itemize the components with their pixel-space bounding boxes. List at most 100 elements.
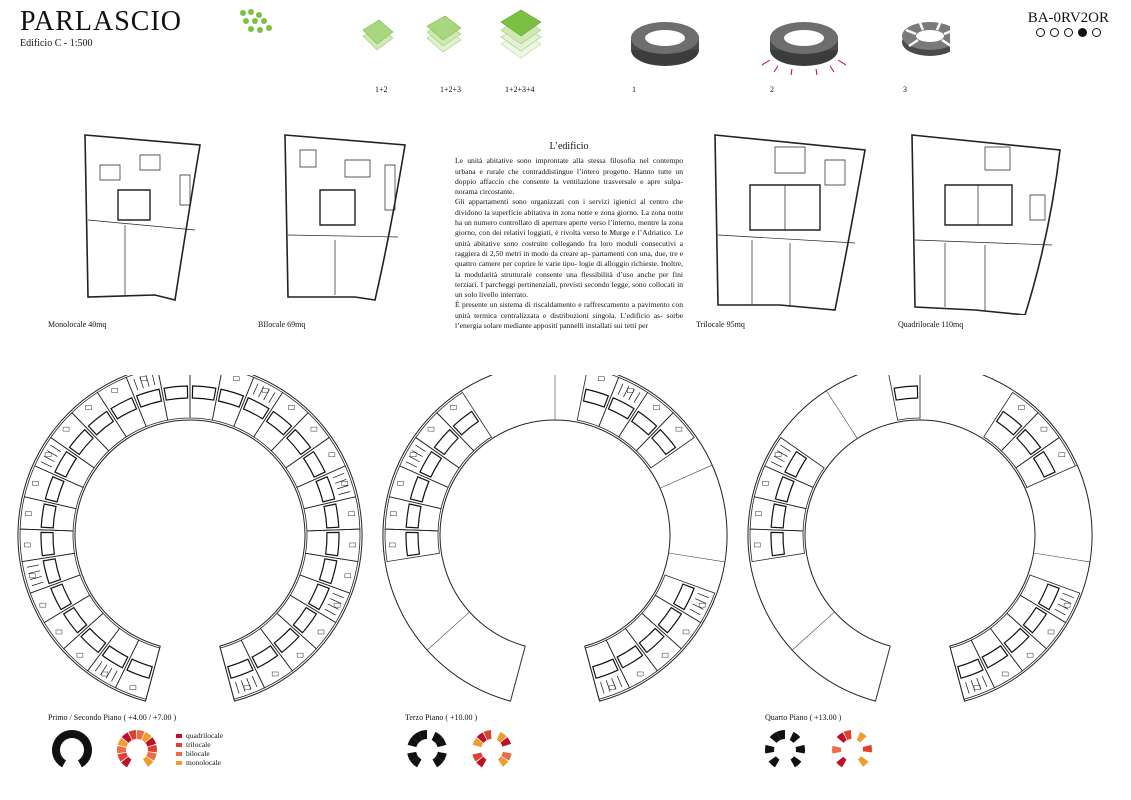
ring-segment: [432, 756, 444, 768]
ring-segment: [843, 730, 852, 741]
apartment-plans: [84, 134, 1061, 315]
ring-segment: [117, 737, 129, 748]
ring-segment: [836, 732, 847, 743]
ring-label-3: 3: [903, 85, 907, 94]
ring-mass-3-icon: [407, 730, 447, 768]
ring-segment: [435, 737, 447, 748]
ring-segment: [128, 730, 137, 741]
ring-segment: [145, 737, 157, 747]
description-heading: L’edificio: [549, 141, 589, 152]
logo-dot: [248, 9, 254, 15]
description-paragraph-3: È presente un sistema di riscaldamento e…: [455, 300, 683, 331]
ring-segment: [436, 751, 447, 762]
ring-segment: [141, 731, 152, 743]
page-dot: [1078, 28, 1087, 37]
board-title: PARLASCIO: [20, 6, 183, 37]
ring-phase-3-icon: [902, 22, 950, 56]
ring-segment: [769, 731, 781, 743]
ring-segment: [857, 756, 869, 767]
board-code: BA-0RV2OR: [1027, 10, 1109, 26]
ring-phase-diagrams: [631, 22, 950, 76]
ring-segment: [476, 732, 487, 743]
ring-typology-3-icon: [472, 730, 512, 768]
ring-segment: [146, 751, 157, 761]
apartment-label-quadrilocale: Quadrilocale 110mq: [898, 320, 964, 329]
stack-1-icon: [362, 19, 394, 51]
stack-label-3: 1+2+3+4: [505, 85, 535, 94]
plan-trilocale: [714, 134, 866, 311]
floor-mini-diagrams: [51, 730, 872, 768]
ring-segment: [418, 730, 427, 741]
floor-label-1-2: Primo / Secondo Piano ( +4.00 / +7.00 ): [48, 713, 177, 722]
description-paragraph-2: Gli appartamenti sono organizzati con i …: [455, 197, 683, 300]
page-dot: [1092, 28, 1101, 37]
ring-segment: [137, 730, 145, 740]
page-dot: [1036, 28, 1045, 37]
ring-phase-2-icon: [761, 22, 847, 76]
legend-item-quadrilocale: quadrilocale: [176, 731, 223, 740]
ring-segment: [790, 756, 802, 768]
ring-typology-4-icon: [832, 730, 872, 768]
apartment-label-bilocale: BIlocale 69mq: [258, 320, 306, 329]
green-dots-logo-icon: [240, 9, 272, 33]
description-paragraph-1: Le unità abitative sono improntate alla …: [455, 156, 683, 197]
legend-swatch: [176, 743, 182, 748]
ring-mass-4-icon: [765, 730, 806, 768]
page-dot: [1064, 28, 1073, 37]
legend-item-bilocale: bilocale: [176, 749, 210, 758]
logo-dot: [257, 27, 263, 33]
ring-segment: [117, 752, 128, 762]
logo-dot: [243, 18, 249, 24]
ring-segment: [117, 745, 127, 754]
stack-label-1: 1+2: [375, 85, 388, 94]
legend-item-trilocale: trilocale: [176, 740, 211, 749]
ring-segment: [768, 756, 780, 768]
ring-phase-1-icon: [631, 22, 699, 66]
ring-segment: [121, 756, 132, 768]
ring-segment: [765, 744, 775, 754]
ring-segment: [483, 730, 492, 741]
stack-label-2: 1+2+3: [440, 85, 462, 94]
ring-segment: [407, 751, 418, 762]
logo-dot: [256, 12, 262, 18]
plan-quadrilocale: [911, 134, 1061, 315]
ring-segment: [410, 756, 422, 768]
ring-segment: [862, 744, 872, 753]
ring-segment: [431, 731, 443, 743]
ring-segment: [121, 732, 132, 743]
ring-segment: [411, 731, 423, 743]
legend-swatch: [176, 752, 182, 757]
ring-mass-1-2-icon: [51, 730, 92, 768]
page-dot: [1050, 28, 1059, 37]
floor-label-3: Terzo Piano ( +10.00 ): [405, 713, 478, 722]
ring-segment: [795, 744, 806, 754]
ring-segment: [407, 737, 419, 748]
ring-segment: [497, 756, 509, 767]
logo-dot: [266, 25, 272, 31]
ring-plan-1-2: [17, 375, 363, 702]
floor-label-4: Quarto Piano ( +13.00 ): [765, 713, 842, 722]
legend-item-monolocale: monolocale: [176, 758, 221, 767]
ring-segment: [500, 737, 512, 747]
ring-segment: [776, 730, 785, 741]
volume-stack-diagrams: [362, 9, 542, 59]
ring-label-1: 1: [632, 85, 636, 94]
apartment-label-monolocale: Monolocale 40mq: [48, 320, 107, 329]
ring-segment: [472, 752, 483, 762]
plan-bilocale: [284, 134, 406, 301]
ring-typology-1-2-icon: [117, 730, 157, 768]
ring-segment: [501, 751, 512, 761]
legend-swatch: [176, 734, 182, 739]
ring-segment: [836, 756, 847, 768]
board-subtitle: Edificio C - 1:500: [20, 38, 93, 49]
plan-monolocale: [84, 134, 201, 301]
stack-2-icon: [426, 15, 462, 53]
logo-dot: [240, 10, 246, 16]
description-block: L’edificio Le unità abitative sono impro…: [455, 141, 683, 331]
ring-segment: [856, 731, 867, 743]
stack-3-icon: [500, 9, 542, 59]
ring-segment: [472, 737, 484, 748]
ring-plan-4: [747, 375, 1093, 702]
ring-plan-3: [382, 375, 728, 702]
ring-segment: [142, 756, 154, 767]
